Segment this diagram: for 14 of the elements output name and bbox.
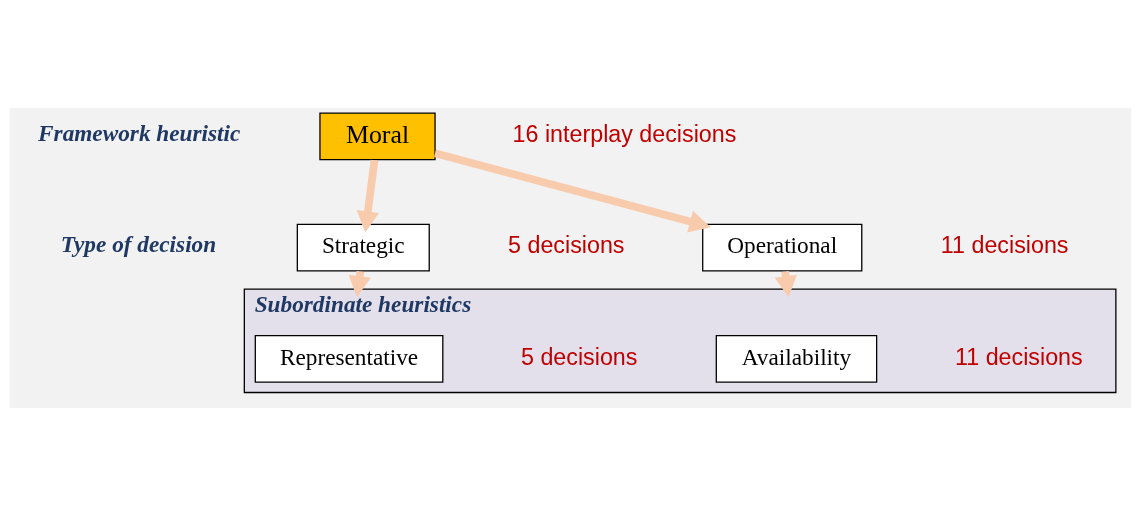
arrow xyxy=(356,159,379,233)
node-label: 11 decisions xyxy=(940,232,1069,259)
node-box: Moral xyxy=(319,112,436,161)
node-box: Operational xyxy=(702,223,863,272)
node-label: 5 decisions xyxy=(508,232,625,259)
arrow xyxy=(434,149,711,233)
node-label: 5 decisions xyxy=(521,343,638,370)
node-label: 16 interplay decisions xyxy=(512,121,737,148)
label: Type of decision xyxy=(60,231,217,258)
label: Framework heuristic xyxy=(38,119,241,146)
node-box: Strategic xyxy=(296,223,430,272)
node-box: Representative xyxy=(254,334,444,383)
node-box: Availability xyxy=(715,334,878,383)
node-label: 11 decisions xyxy=(955,343,1083,370)
